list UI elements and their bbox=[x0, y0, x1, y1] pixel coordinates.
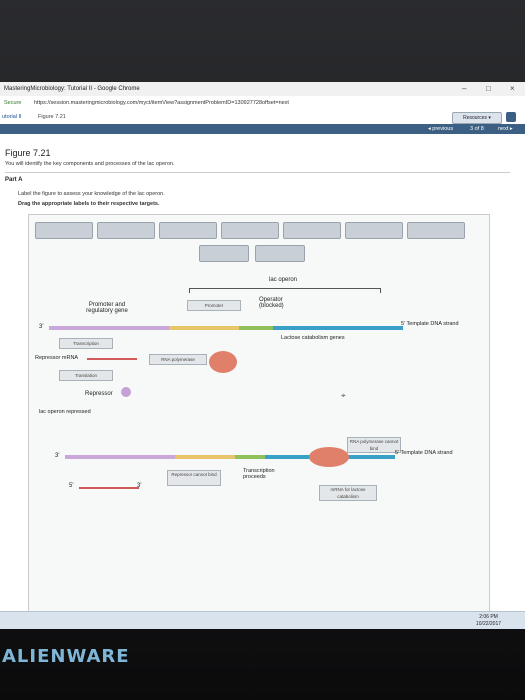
three-prime-1: 3' bbox=[39, 324, 44, 330]
window-titlebar: MasteringMicrobiology: Tutorial II - Goo… bbox=[0, 82, 525, 96]
label-slot[interactable] bbox=[345, 222, 403, 239]
breadcrumb-tutorial[interactable]: utorial II bbox=[2, 114, 22, 120]
minimize-button[interactable]: – bbox=[462, 84, 467, 93]
promoter-dna-2 bbox=[175, 455, 235, 459]
label-slot[interactable] bbox=[255, 245, 305, 262]
breadcrumb: utorial II Figure 7.21 Resources ▾ bbox=[0, 110, 525, 125]
screen: MasteringMicrobiology: Tutorial II - Goo… bbox=[0, 82, 525, 629]
rna-polymerase-shape bbox=[209, 351, 237, 373]
alienware-logo: ALIENWARE bbox=[2, 646, 130, 667]
promoter-regulatory-label: Promoter and regulatory gene bbox=[86, 302, 128, 314]
five-prime-label: 5' bbox=[69, 483, 74, 489]
page-title: Figure 7.21 bbox=[5, 148, 51, 158]
promoter-dna bbox=[169, 326, 239, 330]
breadcrumb-figure: Figure 7.21 bbox=[38, 114, 66, 120]
repressed-label: lac operon repressed bbox=[39, 409, 91, 415]
close-button[interactable]: × bbox=[510, 84, 515, 93]
label-slot[interactable] bbox=[159, 222, 217, 239]
three-prime-3: 3' bbox=[137, 483, 142, 489]
intro-text: You will identify the key components and… bbox=[5, 161, 175, 167]
secure-label: Secure bbox=[4, 100, 22, 106]
mrna-lactose-chip: mRNA for lactose catabolism bbox=[319, 485, 377, 501]
label-slot[interactable] bbox=[407, 222, 465, 239]
label-slot[interactable] bbox=[283, 222, 341, 239]
operon-bracket bbox=[189, 288, 381, 293]
print-icon[interactable] bbox=[506, 112, 516, 122]
repressor-shape bbox=[121, 387, 131, 397]
divider bbox=[5, 172, 510, 173]
previous-link[interactable]: ◂ previous bbox=[428, 126, 454, 132]
promoter-chip: Promoter bbox=[187, 300, 241, 311]
resources-button[interactable]: Resources ▾ bbox=[452, 112, 502, 124]
taskbar: 2:06 PM 10/22/2017 bbox=[0, 611, 525, 629]
operator-label: Operator (blocked) bbox=[259, 297, 284, 309]
template-strand-1: 5' Template DNA strand bbox=[401, 321, 459, 327]
operator-dna-2 bbox=[235, 455, 265, 459]
label-slot[interactable] bbox=[35, 222, 93, 239]
time-text: 2:06 PM bbox=[479, 614, 498, 620]
url-text[interactable]: https://session.masteringmicrobiology.co… bbox=[34, 100, 289, 106]
repressor-label: Repressor bbox=[85, 391, 113, 397]
three-prime-2: 3' bbox=[55, 453, 60, 459]
regulatory-gene-dna bbox=[49, 326, 169, 330]
regulatory-gene-dna-2 bbox=[65, 455, 175, 459]
mrna-strand-2 bbox=[79, 487, 139, 489]
pager-bar: ◂ previous 3 of 8 next ▸ bbox=[0, 124, 525, 134]
clock[interactable]: 2:06 PM 10/22/2017 bbox=[476, 614, 501, 628]
repressor-mrna-label: Repressor mRNA bbox=[35, 355, 79, 361]
rna-polymerase-chip: RNA polymerase bbox=[149, 354, 207, 365]
part-a-heading: Part A bbox=[5, 177, 23, 183]
lac-operon-figure: lac operon Promoter and regulatory gene … bbox=[28, 214, 490, 629]
drag-instruction: Drag the appropriate labels to their res… bbox=[18, 201, 160, 207]
address-bar[interactable]: Secure https://session.masteringmicrobio… bbox=[0, 96, 525, 111]
label-slot[interactable] bbox=[97, 222, 155, 239]
operator-dna bbox=[239, 326, 273, 330]
repressor-cannot-bind-chip: Repressor cannot bind bbox=[167, 470, 221, 486]
main-content: Figure 7.21 You will identify the key co… bbox=[0, 134, 525, 629]
rna-polymerase-shape-2 bbox=[309, 447, 349, 467]
translation-chip: Translation bbox=[59, 370, 113, 381]
date-text: 10/22/2017 bbox=[476, 621, 502, 627]
template-strand-2: 5' Template DNA strand bbox=[395, 450, 453, 456]
lactose-genes-dna bbox=[273, 326, 403, 330]
transcription-chip: Transcription bbox=[59, 338, 113, 349]
cursor-icon: ⌖ bbox=[341, 391, 346, 400]
page-position: 3 of 8 bbox=[470, 126, 484, 132]
maximize-button[interactable]: □ bbox=[486, 84, 491, 93]
label-slot[interactable] bbox=[221, 222, 279, 239]
operon-label: lac operon bbox=[269, 277, 298, 283]
label-slot[interactable] bbox=[199, 245, 249, 262]
repressor-mrna-strand bbox=[87, 358, 137, 360]
rnap-cannot-bind-chip: RNA polymerase cannot bind bbox=[347, 437, 401, 453]
next-link[interactable]: next ▸ bbox=[498, 126, 513, 132]
instruction-text: Label the figure to assess your knowledg… bbox=[18, 191, 165, 197]
window-title: MasteringMicrobiology: Tutorial II - Goo… bbox=[4, 86, 140, 92]
lactose-genes-label: Lactose catabolism genes bbox=[281, 335, 345, 341]
transcription-proceeds-label: Transcription proceeds bbox=[243, 468, 275, 480]
